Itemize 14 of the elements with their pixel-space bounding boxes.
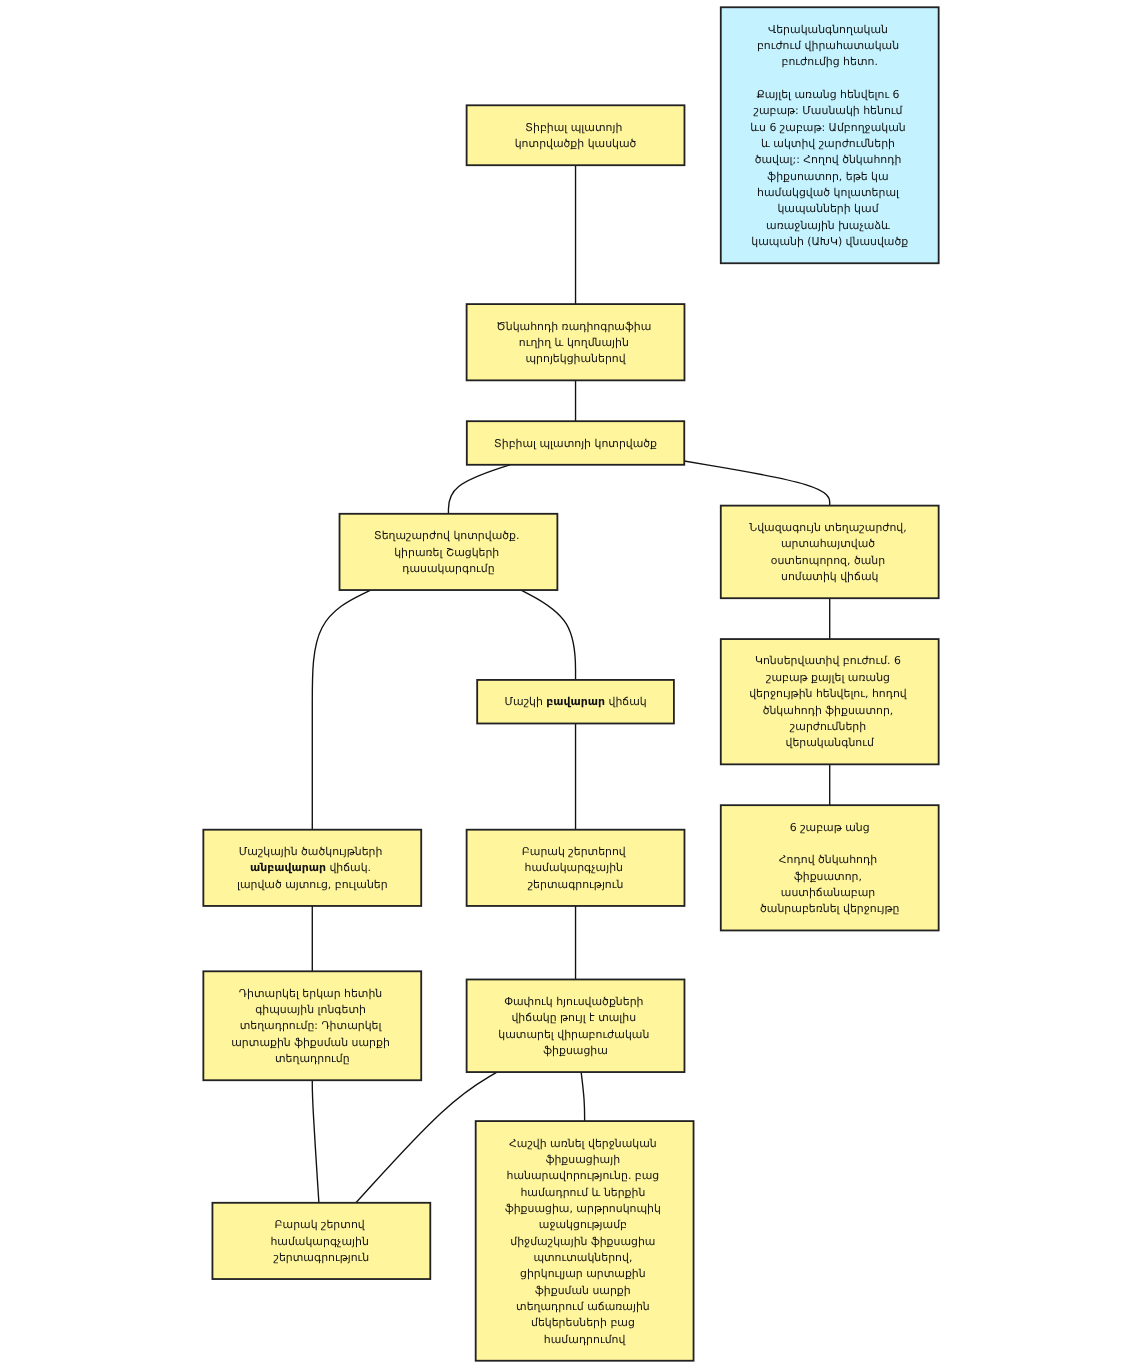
connector [829, 597, 831, 640]
connector [829, 763, 831, 806]
connector [447, 464, 511, 515]
connector [311, 589, 372, 831]
connector [574, 722, 577, 831]
connector [355, 1071, 498, 1204]
connector [574, 905, 577, 981]
connector [311, 1079, 320, 1204]
connector [574, 164, 577, 305]
connector [574, 379, 577, 422]
connector [580, 1071, 586, 1122]
connector [311, 905, 313, 972]
connector [683, 460, 831, 507]
connector [520, 589, 577, 681]
